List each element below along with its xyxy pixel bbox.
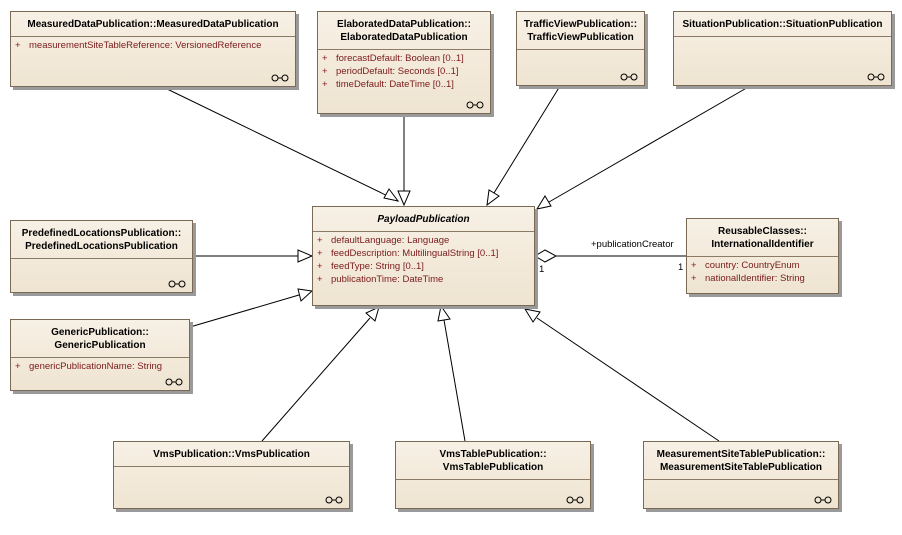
attribute: +periodDefault: Seconds [0..1] [322, 66, 459, 77]
attribute: +defaultLanguage: Language [317, 235, 450, 246]
generalization-measured [162, 86, 399, 202]
multiplicity-source: 1 [539, 264, 545, 275]
class-generic-publication[interactable]: GenericPublication::GenericPublication +… [10, 319, 190, 391]
class-title: ElaboratedDataPublication::ElaboratedDat… [318, 12, 490, 50]
link-icon [566, 496, 584, 504]
generalization-vmstable [443, 319, 466, 442]
attribute: +nationalIdentifier: String [691, 273, 805, 284]
attribute: +feedDescription: MultilingualString [0.… [317, 248, 499, 259]
attribute: +country: CountryEnum [691, 260, 800, 271]
class-vms-publication[interactable]: VmsPublication::VmsPublication [113, 441, 350, 509]
link-icon [620, 73, 638, 81]
attribute: +feedType: String [0..1] [317, 261, 424, 272]
attribute-list: +measurementSiteTableReference: Versione… [11, 37, 295, 52]
attribute-list: +genericPublicationName: String [11, 358, 189, 373]
attribute: +publicationTime: DateTime [317, 274, 444, 285]
class-traffic-view-publication[interactable]: TrafficViewPublication::TrafficViewPubli… [516, 11, 645, 86]
class-measurement-site-table-publication[interactable]: MeasurementSiteTablePublication::Measure… [643, 441, 839, 509]
class-situation-publication[interactable]: SituationPublication::SituationPublicati… [673, 11, 892, 86]
class-title: MeasurementSiteTablePublication::Measure… [644, 442, 838, 480]
generalization-generic [189, 294, 300, 328]
class-title: PayloadPublication [313, 207, 534, 232]
class-title: PredefinedLocationsPublication::Predefin… [11, 221, 192, 259]
generalization-traffic [493, 85, 561, 194]
class-elaborated-data-publication[interactable]: ElaboratedDataPublication::ElaboratedDat… [317, 11, 491, 114]
link-icon [165, 378, 183, 386]
association-role-label: +publicationCreator [591, 239, 674, 250]
link-icon [466, 101, 484, 109]
class-vms-table-publication[interactable]: VmsTablePublication::VmsTablePublication [395, 441, 591, 509]
generalization-vms [261, 317, 371, 442]
attribute: +genericPublicationName: String [15, 361, 163, 372]
link-icon [325, 496, 343, 504]
aggregation-diamond [534, 249, 558, 263]
multiplicity-target: 1 [678, 262, 684, 273]
class-measured-data-publication[interactable]: MeasuredDataPublication::MeasuredDataPub… [10, 11, 296, 87]
class-title: VmsPublication::VmsPublication [114, 442, 349, 467]
attribute: +measurementSiteTableReference: Versione… [15, 40, 262, 51]
class-title: ReusableClasses::InternationalIdentifier [687, 219, 838, 257]
link-icon [168, 280, 186, 288]
link-icon [271, 74, 289, 82]
attribute-list: +forecastDefault: Boolean [0..1] +period… [318, 50, 490, 91]
link-icon [867, 73, 885, 81]
class-title: TrafficViewPublication::TrafficViewPubli… [517, 12, 644, 50]
class-title: MeasuredDataPublication::MeasuredDataPub… [11, 12, 295, 37]
class-title: SituationPublication::SituationPublicati… [674, 12, 891, 37]
class-title: GenericPublication::GenericPublication [11, 320, 189, 358]
class-payload-publication[interactable]: PayloadPublication +defaultLanguage: Lan… [312, 206, 535, 306]
attribute-list: +defaultLanguage: Language +feedDescript… [313, 232, 534, 286]
generalization-mstable [536, 317, 720, 442]
attribute: +forecastDefault: Boolean [0..1] [322, 53, 464, 64]
attribute-list: +country: CountryEnum +nationalIdentifie… [687, 257, 838, 285]
class-predefined-locations-publication[interactable]: PredefinedLocationsPublication::Predefin… [10, 220, 193, 293]
generalization-situation [548, 85, 751, 203]
attribute: +timeDefault: DateTime [0..1] [322, 79, 454, 90]
class-international-identifier[interactable]: ReusableClasses::InternationalIdentifier… [686, 218, 839, 294]
link-icon [814, 496, 832, 504]
class-title: VmsTablePublication::VmsTablePublication [396, 442, 590, 480]
